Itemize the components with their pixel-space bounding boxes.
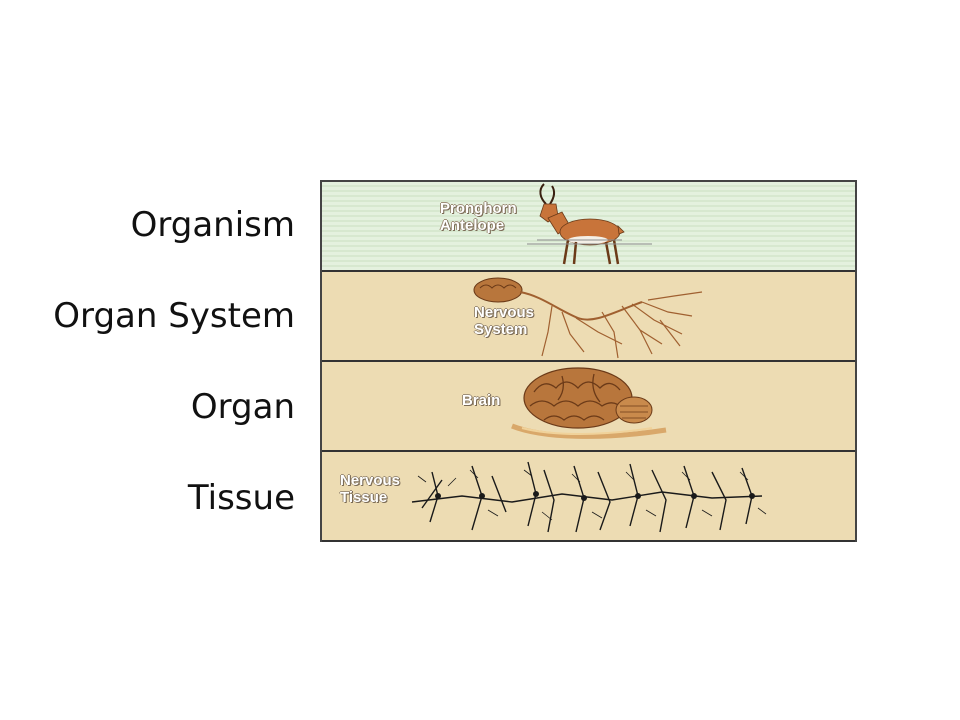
brain-illustration [511,367,667,439]
caption-line: Nervous [340,472,401,489]
caption-brain: Brain [462,392,500,409]
caption-nervous-tissue: Nervous Tissue [340,472,400,506]
caption-line: Antelope [440,217,505,234]
level-label-organism: Organism [130,205,295,245]
pronghorn-antelope-illustration [527,183,652,265]
level-label-organ: Organ [190,387,295,427]
caption-nervous-system: Nervous System [474,304,534,338]
caption-pronghorn-antelope: Pronghorn Antelope [440,200,517,234]
hierarchy-panel: Pronghorn Antelope [320,180,857,542]
caption-line: Nervous [474,304,535,321]
band-tissue: Nervous Tissue [322,452,855,542]
caption-line: Brain [462,392,501,409]
level-label-organ-system: Organ System [53,296,295,336]
nerve-cells-illustration [411,461,767,533]
band-organ: Brain [322,362,855,452]
band-organism: Pronghorn Antelope [322,182,855,272]
band-organ-system: Nervous System [322,272,855,362]
nervous-system-illustration [473,277,703,359]
level-label-tissue: Tissue [187,478,295,518]
caption-line: Tissue [340,489,388,506]
caption-line: System [474,321,528,338]
caption-line: Pronghorn [440,200,517,217]
